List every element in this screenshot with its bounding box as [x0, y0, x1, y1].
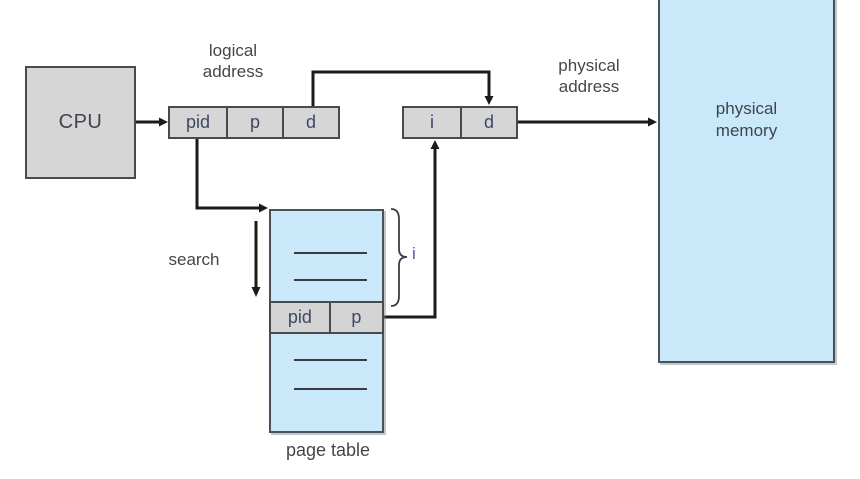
arrow-physical-address-to-memory	[518, 117, 657, 127]
logical-field-pid: pid	[185, 112, 210, 132]
logical-field-p: p	[225, 108, 282, 137]
physical-address-register: i d	[402, 106, 518, 139]
arrow-pid-to-page-table	[195, 139, 268, 213]
page-table-entry-line	[294, 359, 367, 361]
page-table-entry-line	[294, 279, 367, 281]
cpu-box: CPU	[25, 66, 136, 179]
brace-index-label: i	[412, 244, 416, 263]
index-brace	[390, 208, 408, 307]
logical-address-label: logical address	[202, 41, 264, 81]
physical-memory-label: physical memory	[715, 99, 778, 140]
physical-field-i: i	[430, 112, 434, 132]
row-field-p: p	[328, 303, 382, 332]
physical-field-d: d	[460, 108, 516, 137]
page-table-match-row: pid p	[269, 301, 384, 334]
page-table-entry-line	[294, 252, 367, 254]
row-field-pid: pid	[287, 307, 312, 327]
page-table-entry-line	[294, 388, 367, 390]
arrow-search-down	[251, 221, 261, 297]
physical-memory-box: physical memory	[658, 0, 835, 363]
search-label: search	[168, 250, 220, 269]
arrow-cpu-to-logical-address	[136, 117, 168, 127]
page-table-box: pid p	[269, 209, 384, 433]
arrow-logical-d-to-physical-d	[311, 70, 494, 106]
physical-address-label: physical address	[558, 56, 620, 96]
cpu-label: CPU	[58, 111, 103, 133]
arrow-row-to-i-field	[384, 140, 440, 319]
logical-address-register: pid p d	[168, 106, 340, 139]
page-table-caption: page table	[285, 440, 371, 460]
logical-field-d: d	[281, 108, 338, 137]
